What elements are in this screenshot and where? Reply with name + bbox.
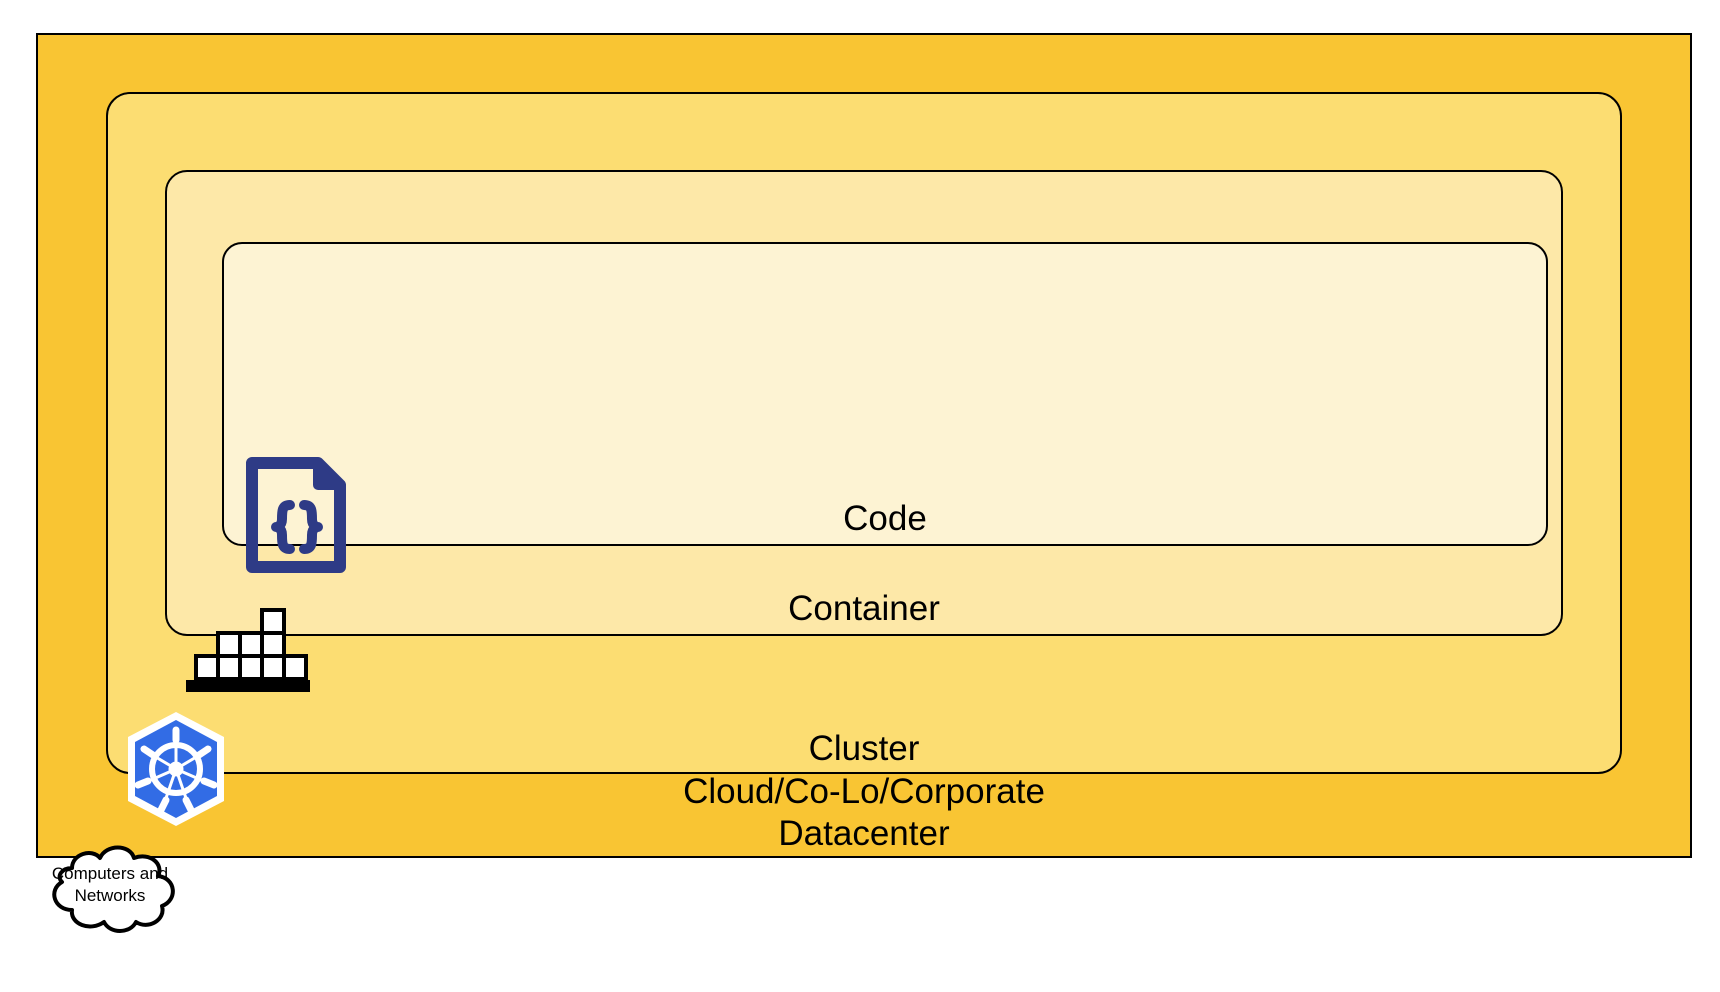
- layer-label-container: Container: [788, 589, 940, 628]
- container-blocks-icon: [184, 604, 312, 694]
- kubernetes-helm-icon: [120, 710, 232, 828]
- cloud-callout-shape: [34, 840, 186, 940]
- layer-label-code: Code: [843, 499, 927, 538]
- layer-label-cluster: Cluster: [808, 729, 920, 768]
- layer-code: [222, 242, 1548, 546]
- json-document-icon: [240, 451, 352, 579]
- layer-label-datacenter: Cloud/Co-Lo/Corporate Datacenter: [683, 772, 1045, 853]
